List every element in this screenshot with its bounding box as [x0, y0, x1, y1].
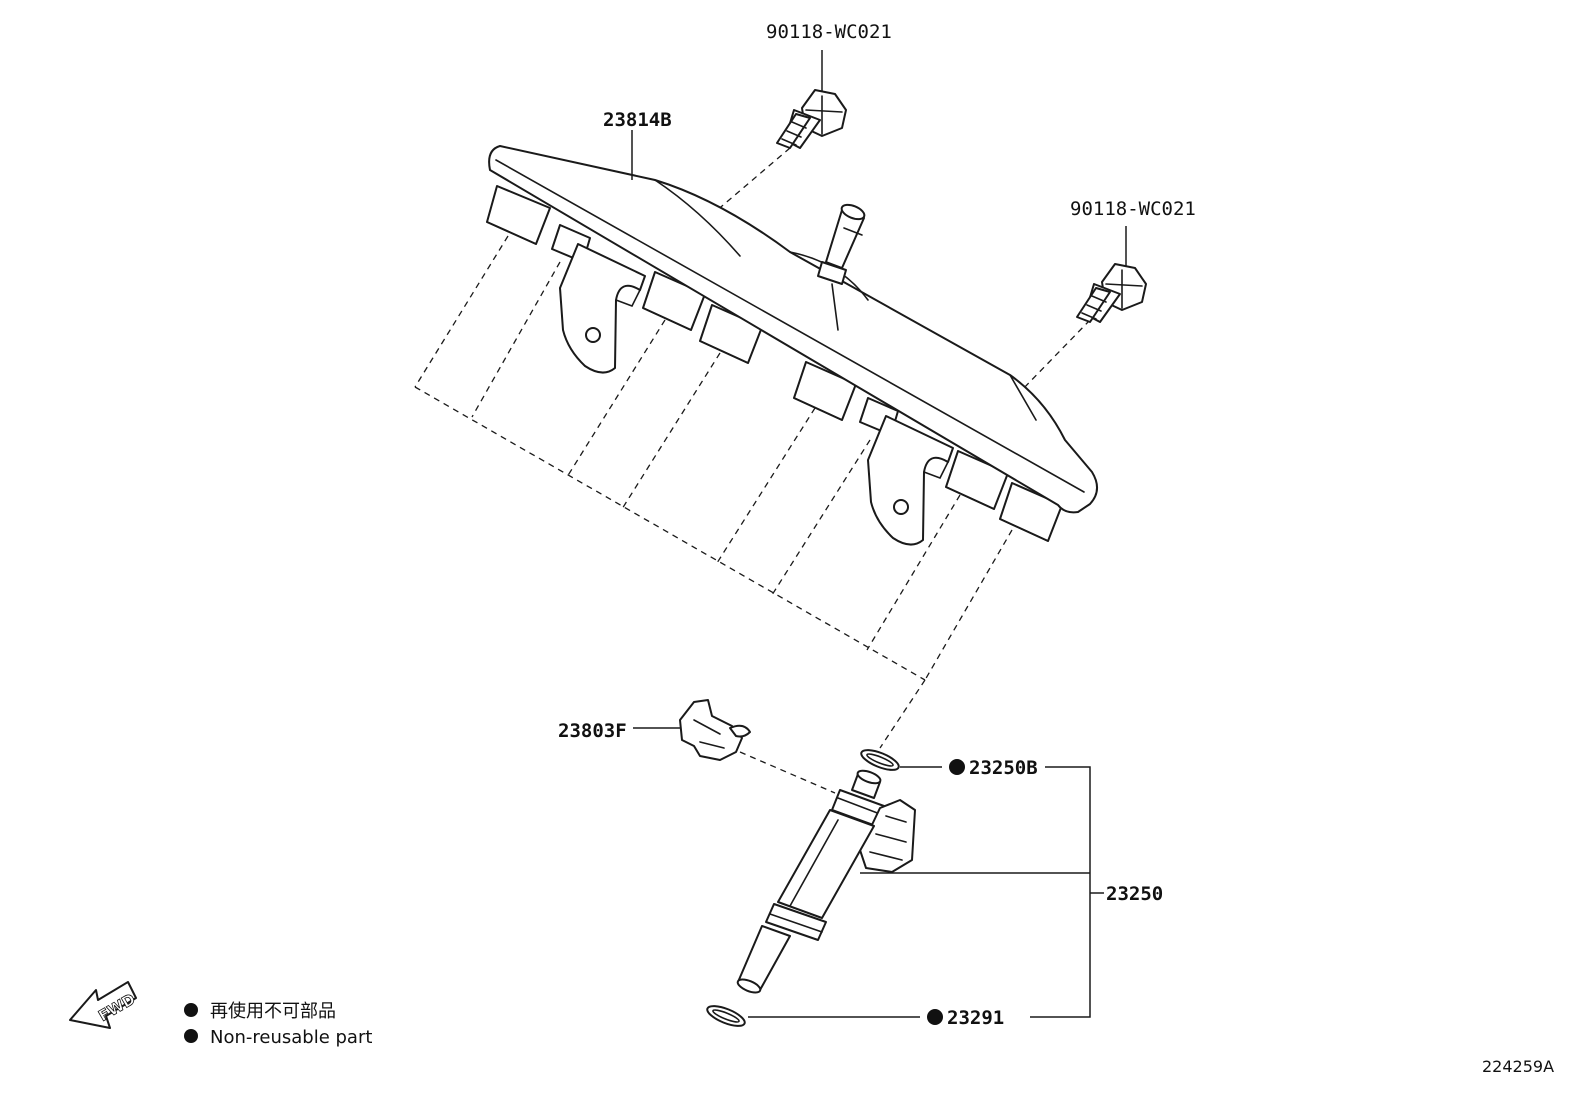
o-ring-upper	[860, 749, 900, 771]
figure-id: 224259A	[1482, 1057, 1554, 1076]
injector-clip	[679, 699, 751, 761]
injector-cup	[486, 185, 551, 245]
label-fuel-rail: 23814B	[603, 109, 672, 131]
mounting-bracket	[867, 415, 954, 546]
label-o-ring-lower: 23291	[947, 1007, 1004, 1029]
legend-text-jp: 再使用不可部品	[210, 1001, 336, 1022]
legend-marker	[184, 1029, 198, 1043]
fuel-inlet-pipe	[817, 203, 866, 285]
label-clip: 23803F	[558, 720, 627, 742]
mounting-bracket	[559, 243, 646, 374]
label-injector-assy: 23250	[1106, 883, 1163, 905]
non-reusable-marker	[949, 759, 965, 775]
fuel-injector	[736, 769, 916, 994]
bolt-top	[776, 89, 847, 149]
bolt-right	[1076, 263, 1147, 323]
o-ring-lower	[706, 1005, 746, 1027]
legend: 再使用不可部品 Non-reusable part	[184, 1001, 372, 1048]
label-bolt-right: 90118-WC021	[1070, 198, 1196, 220]
fwd-arrow-icon: FWD	[69, 981, 139, 1029]
label-bolt-top: 90118-WC021	[766, 21, 892, 43]
non-reusable-marker	[927, 1009, 943, 1025]
alignment-lines	[414, 147, 1091, 794]
leader-lines	[631, 50, 1127, 1018]
legend-marker	[184, 1003, 198, 1017]
legend-text-en: Non-reusable part	[210, 1027, 372, 1048]
fuel-rail	[486, 145, 1098, 546]
label-o-ring-upper: 23250B	[969, 757, 1038, 779]
